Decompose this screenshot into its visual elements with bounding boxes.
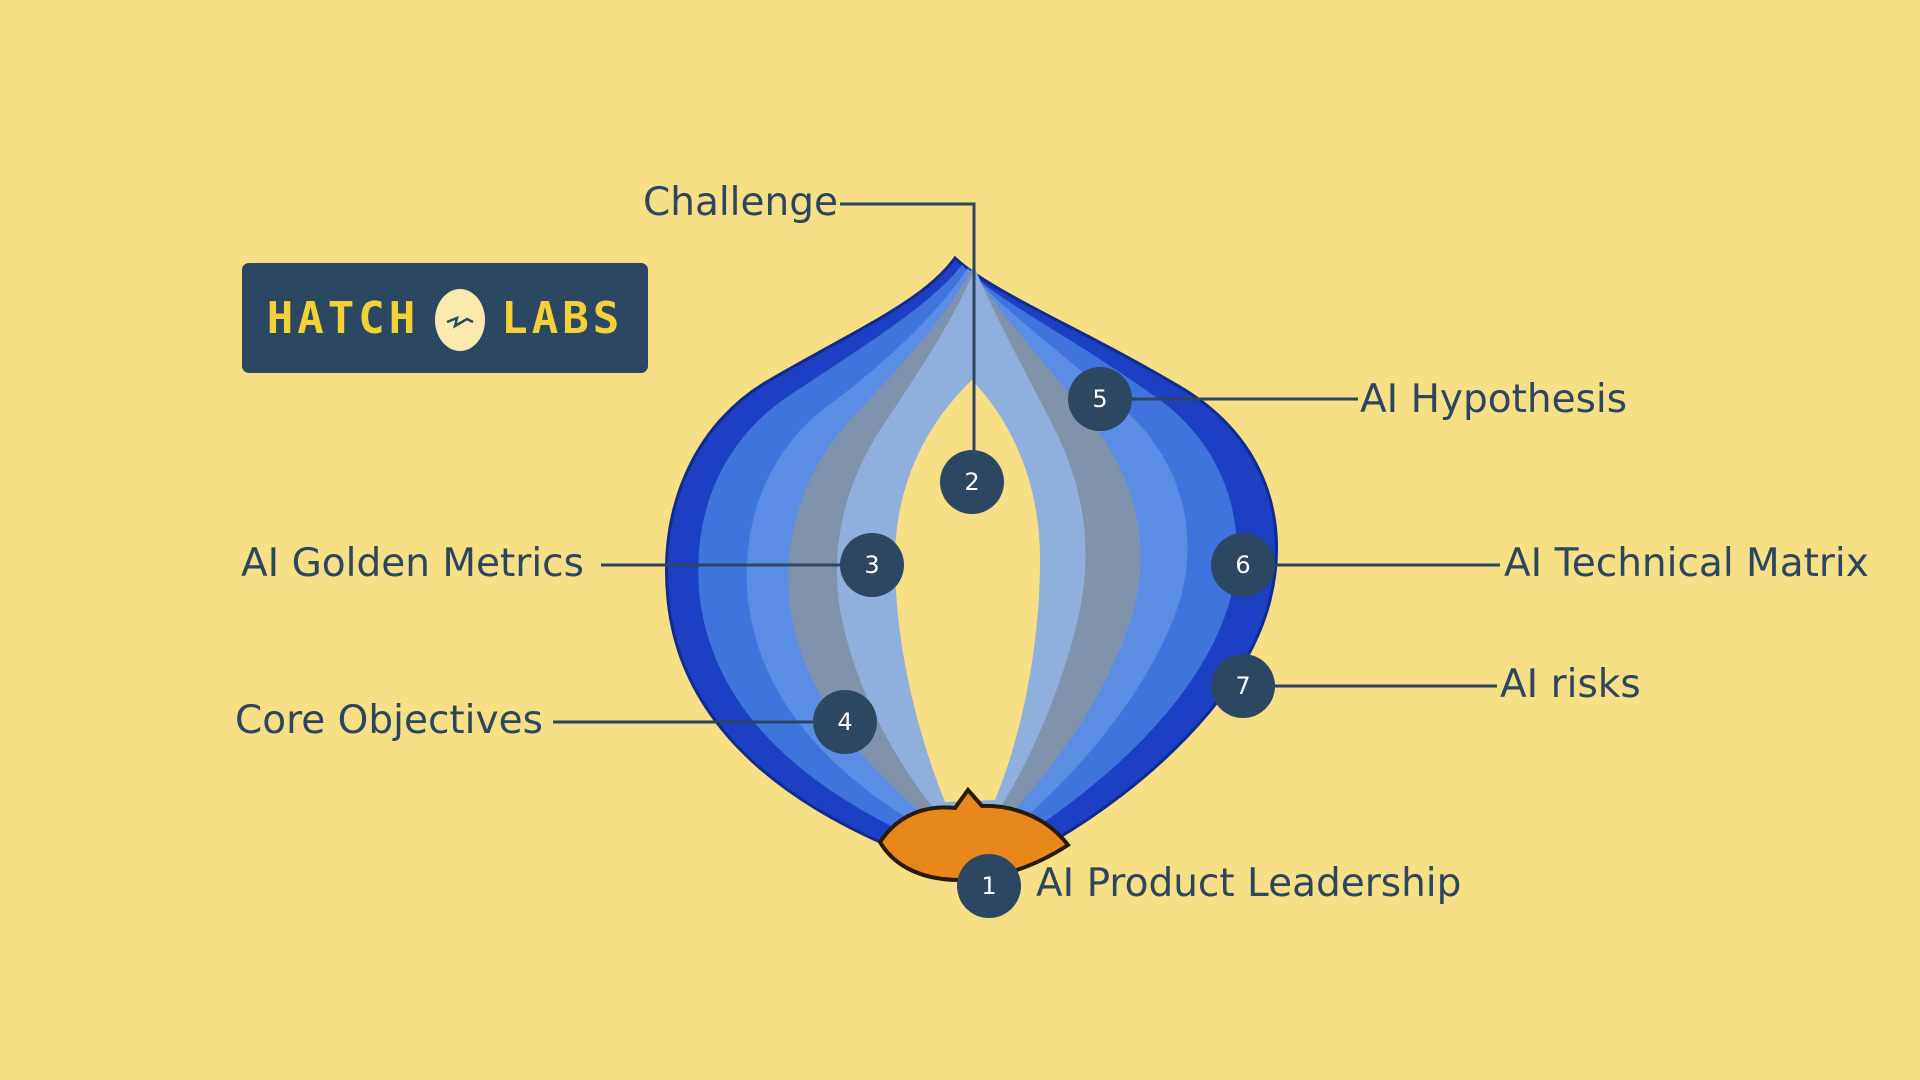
label-ai-product-leadership: AI Product Leadership bbox=[1036, 861, 1462, 906]
label-core-objectives: Core Objectives bbox=[235, 698, 543, 743]
label-ai-hypothesis: AI Hypothesis bbox=[1360, 377, 1628, 422]
label-ai-golden-metrics: AI Golden Metrics bbox=[241, 541, 584, 586]
layer-badge-1: 1 bbox=[957, 854, 1021, 918]
connector-lines bbox=[553, 202, 1500, 724]
layer-badge-7: 7 bbox=[1211, 654, 1275, 718]
layer-badge-5: 5 bbox=[1068, 367, 1132, 431]
layer-badge-3: 3 bbox=[840, 533, 904, 597]
layer-badge-2: 2 bbox=[940, 450, 1004, 514]
label-ai-risks: AI risks bbox=[1500, 662, 1641, 707]
logo-word-right: LABS bbox=[501, 292, 624, 344]
label-challenge: Challenge bbox=[643, 180, 838, 225]
cracked-egg-icon bbox=[435, 289, 486, 351]
layer-badge-6: 6 bbox=[1211, 533, 1275, 597]
label-ai-technical-matrix: AI Technical Matrix bbox=[1504, 541, 1869, 586]
connector-challenge bbox=[840, 202, 976, 482]
logo-word-left: HATCH bbox=[266, 292, 420, 344]
onion-core bbox=[877, 786, 1071, 883]
hatch-labs-logo: HATCH LABS bbox=[242, 263, 648, 373]
layer-badge-4: 4 bbox=[813, 690, 877, 754]
